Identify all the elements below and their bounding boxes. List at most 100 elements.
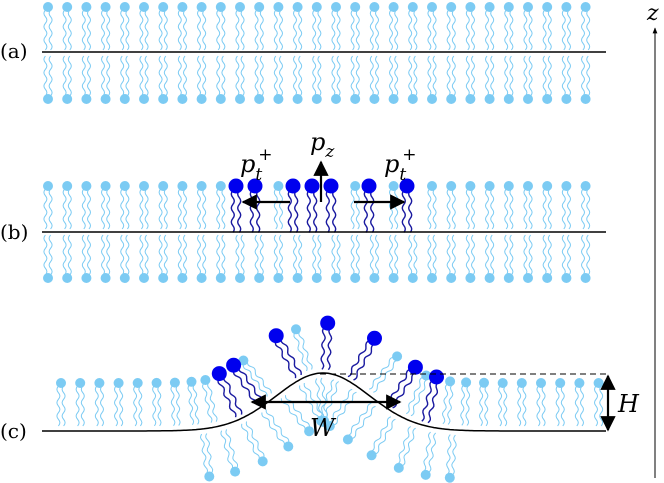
lipid-tail xyxy=(484,55,490,97)
lipid-head xyxy=(484,181,495,191)
lipid-tail xyxy=(216,55,221,97)
lipid-tail xyxy=(152,385,157,427)
lipid-tail xyxy=(413,234,418,276)
lipid xyxy=(43,55,53,104)
lipid-tail xyxy=(388,234,394,276)
lipid-tail xyxy=(125,234,130,276)
lipid-tail xyxy=(369,9,374,51)
lipid-tail xyxy=(407,190,413,233)
lipid-head xyxy=(465,273,476,283)
lipid xyxy=(241,421,268,467)
lipid-tail xyxy=(427,9,432,51)
lipid-head xyxy=(392,351,403,362)
lipid-tail xyxy=(561,9,566,51)
lipid-tail xyxy=(216,188,221,230)
lipid xyxy=(196,55,207,104)
lipid xyxy=(81,181,92,230)
lipid-tail xyxy=(221,9,226,51)
lipid-tail xyxy=(202,188,207,230)
lipid-head xyxy=(158,94,169,104)
lipid-tail xyxy=(542,9,547,51)
lipid-tail xyxy=(182,188,188,230)
lipid-tail xyxy=(217,378,237,418)
dark-lipid-head xyxy=(429,369,444,385)
lipid-head xyxy=(580,94,591,104)
lipid-tail xyxy=(259,234,264,276)
lipid-tail xyxy=(196,234,202,276)
lipid-tail xyxy=(235,55,240,97)
lipid-head xyxy=(119,94,130,104)
lipid-head xyxy=(388,273,399,283)
dark-lipid-head xyxy=(228,178,244,194)
lipid-tail xyxy=(81,9,86,51)
lipid-head xyxy=(235,94,245,104)
lipid xyxy=(388,181,399,230)
lipid xyxy=(100,55,111,104)
lipid-head xyxy=(292,94,303,104)
lipid-head xyxy=(324,421,335,432)
lipid-tail xyxy=(292,9,298,51)
lipid-tail xyxy=(273,188,278,230)
lipid-head xyxy=(445,376,456,387)
lipid xyxy=(43,181,53,230)
lipid-tail xyxy=(447,384,454,425)
lipid xyxy=(516,378,527,427)
dark-lipid-head xyxy=(285,178,301,194)
lipid-tail xyxy=(106,234,111,276)
lipid-head xyxy=(555,378,566,388)
lipid-tail xyxy=(43,234,48,276)
lipid-tail xyxy=(221,234,226,276)
lipid-tail xyxy=(432,55,437,97)
lipid-tail xyxy=(158,9,163,51)
lipid-tail xyxy=(280,338,302,376)
lipid-tail xyxy=(202,383,213,423)
lipid-tail xyxy=(413,55,418,97)
lipid xyxy=(331,234,341,283)
lipid-tail xyxy=(388,188,394,230)
lipid xyxy=(350,55,361,104)
lipid-tail xyxy=(397,426,411,465)
lipid-head xyxy=(304,426,315,437)
lipid-tail xyxy=(306,190,312,233)
lipid-head xyxy=(139,2,149,12)
lipid-tail xyxy=(427,55,432,97)
lipid-head xyxy=(497,378,508,388)
lipid-head xyxy=(427,94,437,104)
lipid-head xyxy=(113,378,124,388)
panel-a: (a) xyxy=(0,2,606,104)
lipid-tail xyxy=(86,55,92,97)
lipid xyxy=(444,434,457,483)
lipid-tail xyxy=(470,9,476,51)
lipid-tail xyxy=(86,188,92,230)
lipid xyxy=(331,2,341,51)
lipid-tail xyxy=(196,188,202,230)
lipid-tail xyxy=(139,234,144,276)
lipid xyxy=(292,2,303,51)
lipid-tail xyxy=(350,188,355,230)
lipid-head xyxy=(238,355,249,366)
lipid-tail xyxy=(451,234,456,276)
lipid-tail xyxy=(100,55,106,97)
lipid xyxy=(119,55,130,104)
lipid-head xyxy=(139,273,149,283)
lipid xyxy=(465,55,476,104)
lipid-tail xyxy=(542,55,547,97)
lipid-tail xyxy=(446,434,452,475)
lipid-tail xyxy=(221,188,226,230)
lipid xyxy=(503,55,514,104)
lipid xyxy=(215,234,226,283)
lipid-tail xyxy=(410,378,428,417)
lipid xyxy=(388,234,399,283)
lipid-tail xyxy=(373,359,398,393)
lipid-tail xyxy=(235,234,240,276)
lipid xyxy=(235,234,245,283)
lipid-head xyxy=(119,2,130,12)
lipid-head xyxy=(151,377,162,388)
lipid xyxy=(536,378,546,427)
lipid xyxy=(503,181,514,230)
lipid-head xyxy=(311,273,322,283)
lipid xyxy=(139,55,149,104)
lipid-head xyxy=(292,273,303,283)
dark-lipid xyxy=(323,178,339,233)
lipid-head xyxy=(580,273,591,283)
